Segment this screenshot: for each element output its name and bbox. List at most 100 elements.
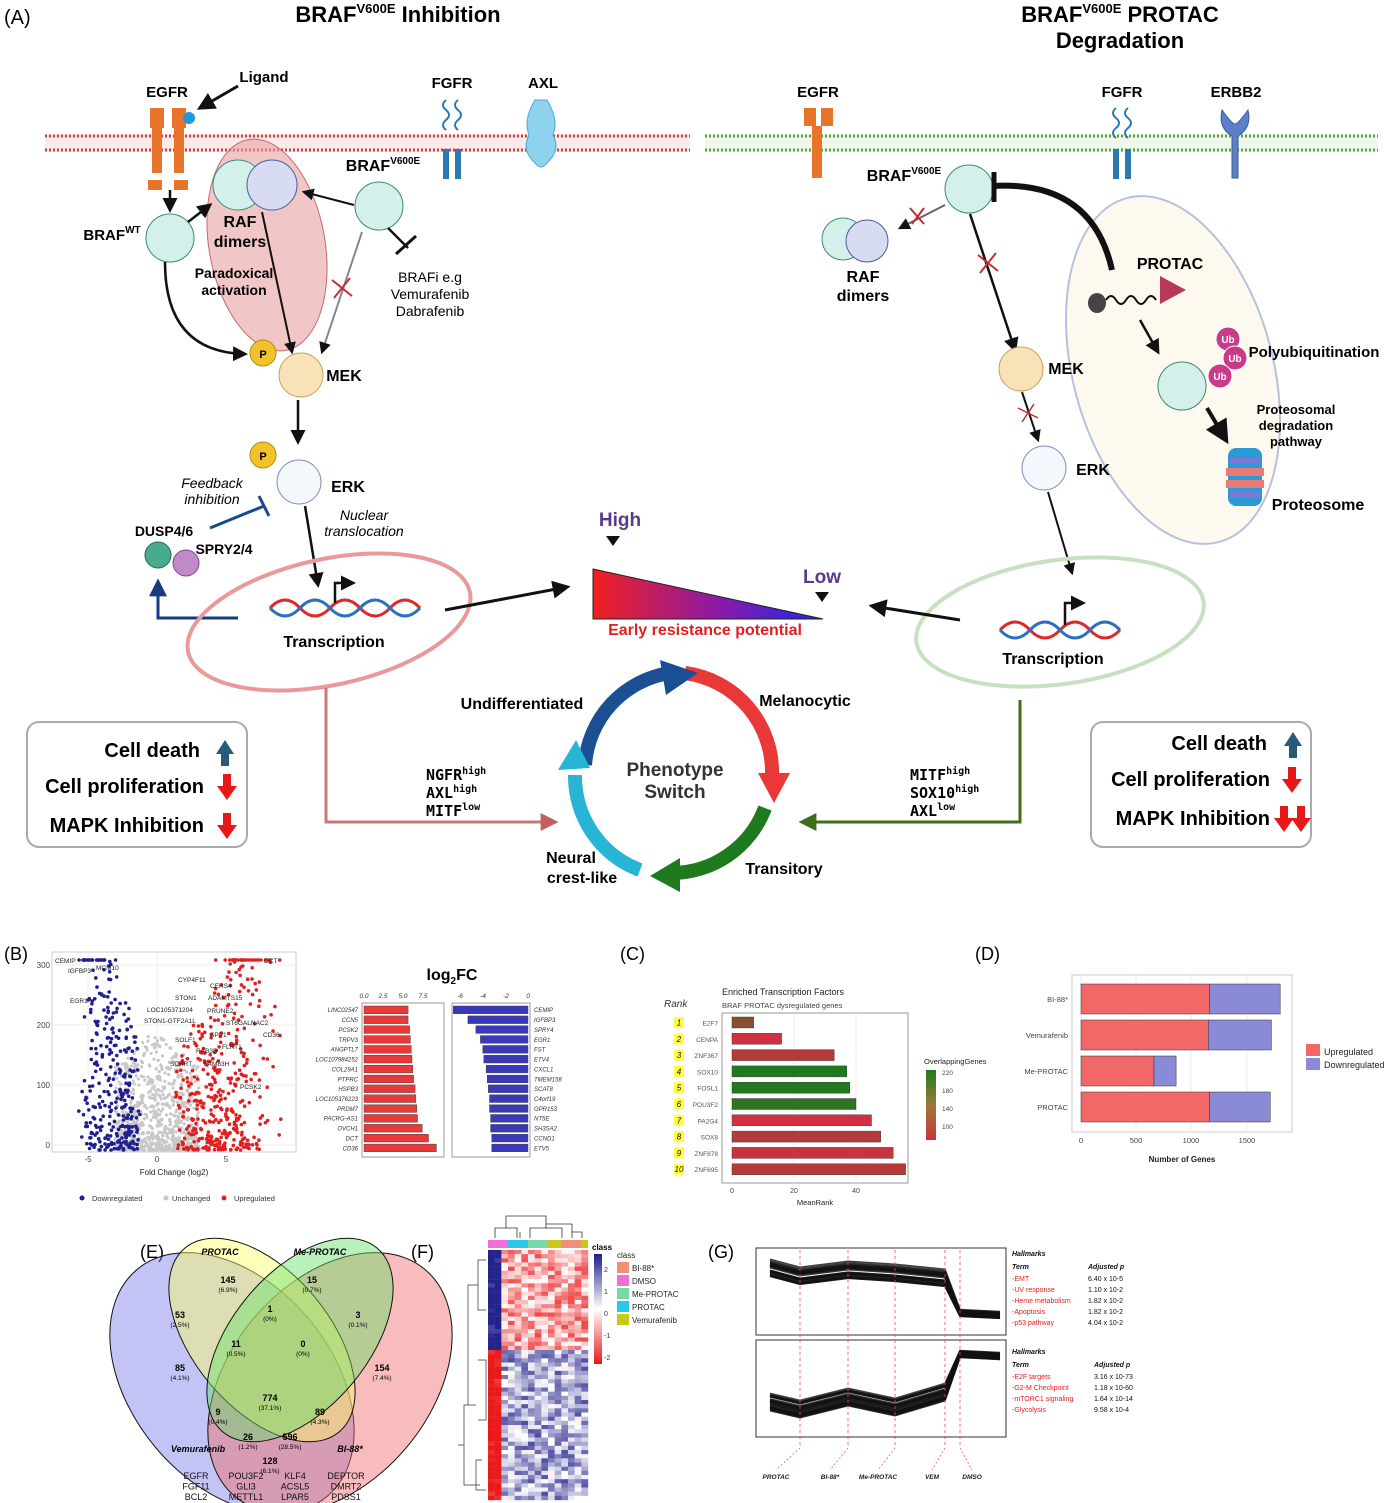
heatmap-cell bbox=[561, 1375, 569, 1380]
heatmap-cell bbox=[514, 1383, 522, 1388]
volcano-point-up bbox=[208, 1053, 212, 1057]
log2fc-down-bar bbox=[480, 1035, 529, 1044]
heatmap-cell bbox=[501, 1470, 509, 1476]
volcano-point-unchanged bbox=[188, 1136, 193, 1140]
heatmap-cell bbox=[581, 1270, 589, 1276]
volcano-point-up bbox=[228, 983, 233, 988]
heatmap-cell bbox=[534, 1362, 542, 1367]
volcano-point-unchanged bbox=[174, 1052, 178, 1056]
fgfr-receptor-right bbox=[1112, 107, 1132, 179]
heatmap-cell bbox=[528, 1487, 535, 1492]
heatmap-cell bbox=[534, 1387, 542, 1392]
heatmap-cell bbox=[548, 1479, 555, 1484]
heatmap-cell bbox=[554, 1425, 562, 1430]
heatmap-cell bbox=[494, 1379, 502, 1384]
heatmap-cell bbox=[568, 1437, 575, 1442]
heatmap-cell bbox=[528, 1279, 535, 1284]
log2fc-down-bar bbox=[482, 1045, 529, 1054]
heatmap-cell bbox=[574, 1370, 582, 1376]
ligand-arrow bbox=[196, 84, 239, 110]
log2fc-down-bar bbox=[490, 1124, 529, 1133]
tf-name: ZNF878 bbox=[695, 1151, 719, 1158]
heatmap-cell bbox=[514, 1433, 522, 1438]
heatmap-cell bbox=[534, 1333, 542, 1338]
volcano-point-unchanged bbox=[119, 1130, 123, 1134]
volcano-point-up bbox=[258, 1043, 263, 1048]
heatmap-cell bbox=[574, 1429, 582, 1434]
heatmap-cell bbox=[541, 1441, 549, 1447]
heatmap-cell bbox=[568, 1275, 575, 1280]
venn-percent: (0%) bbox=[296, 1351, 310, 1358]
svg-text:0: 0 bbox=[730, 1188, 734, 1195]
volcano-point-up bbox=[234, 1041, 239, 1045]
log2fc-up-gene: LOC107984252 bbox=[316, 1058, 359, 1064]
heatmap-cell bbox=[514, 1491, 522, 1497]
rank-badge bbox=[674, 1131, 684, 1143]
heatmap-cell bbox=[568, 1375, 575, 1380]
volcano-point-unchanged bbox=[150, 1126, 154, 1131]
heatmap-cell bbox=[574, 1483, 582, 1488]
heatmap-cell bbox=[508, 1283, 515, 1288]
volcano-point-down bbox=[111, 1125, 115, 1129]
volcano-point-unchanged bbox=[168, 1066, 172, 1070]
heatmap-cell bbox=[501, 1350, 509, 1355]
volcano-point-unchanged bbox=[147, 1138, 151, 1142]
volcano-point-up bbox=[215, 1068, 220, 1072]
heatmap-cell bbox=[534, 1450, 542, 1455]
volcano-point-up bbox=[238, 1142, 243, 1147]
heatmap-cell bbox=[554, 1391, 562, 1397]
volcano-point-down bbox=[135, 1130, 139, 1134]
heatmap-cell bbox=[541, 1316, 549, 1322]
heatmap-cell bbox=[494, 1254, 502, 1259]
heatmap-cell bbox=[528, 1341, 535, 1347]
log2fc-up-gene: TRPV3 bbox=[339, 1038, 359, 1044]
heatmap-cell bbox=[534, 1337, 542, 1342]
volcano-point-down bbox=[106, 1009, 111, 1013]
volcano-point-unchanged bbox=[146, 1075, 150, 1079]
heatmap-cell bbox=[528, 1287, 535, 1292]
heatmap-cell bbox=[514, 1379, 522, 1384]
heatmap-cell bbox=[561, 1387, 569, 1392]
tf-bar bbox=[731, 1114, 872, 1127]
heatmap-cell bbox=[508, 1404, 515, 1409]
heatmap-cell bbox=[574, 1354, 582, 1359]
log2fc-up-bar bbox=[363, 1005, 409, 1014]
left-path-to-cycle bbox=[324, 688, 559, 831]
heatmap-cell bbox=[548, 1375, 555, 1380]
volcano-point-unchanged bbox=[119, 1082, 123, 1086]
heatmap-cell bbox=[508, 1300, 515, 1305]
volcano-point-up bbox=[238, 973, 242, 978]
volcano-point-up bbox=[204, 1137, 209, 1141]
volcano-point-up bbox=[262, 1015, 267, 1019]
volcano-point-down bbox=[104, 1072, 108, 1077]
heatmap-cell bbox=[568, 1304, 575, 1309]
volcano-point-up bbox=[176, 1103, 181, 1108]
heatmap-cell bbox=[508, 1345, 515, 1351]
heatmap-cell bbox=[494, 1341, 502, 1347]
heatmap-cell bbox=[568, 1270, 575, 1276]
trend-label-leader bbox=[959, 1447, 973, 1471]
volcano-point-up bbox=[234, 1128, 238, 1133]
volcano-point-unchanged bbox=[182, 1103, 186, 1108]
volcano-point-unchanged bbox=[129, 1090, 133, 1094]
heatmap-cell bbox=[514, 1333, 522, 1338]
venn-gene: EGFR bbox=[183, 1471, 209, 1481]
volcano-point-down bbox=[91, 968, 95, 972]
heatmap-cell bbox=[534, 1304, 542, 1309]
heatmap-cell bbox=[574, 1437, 582, 1442]
volcano-point-up bbox=[206, 1130, 211, 1134]
heatmap-cell bbox=[568, 1316, 575, 1322]
heatmap-cell bbox=[548, 1304, 555, 1309]
volcano-point-unchanged bbox=[147, 1147, 151, 1151]
log2fc-title: log2FC bbox=[427, 967, 478, 987]
heatmap-cell bbox=[488, 1270, 495, 1276]
heatmap-cell bbox=[561, 1354, 569, 1359]
tf-name: ZNF367 bbox=[695, 1053, 719, 1060]
volcano-point-up bbox=[242, 1136, 247, 1140]
heatmap-cell bbox=[534, 1379, 542, 1384]
heatmap-cell bbox=[574, 1279, 582, 1284]
volcano-point-up bbox=[263, 1120, 268, 1125]
heatmap-cell bbox=[508, 1362, 515, 1367]
volcano-point-up bbox=[216, 1018, 221, 1022]
heatmap-cell bbox=[494, 1416, 502, 1422]
